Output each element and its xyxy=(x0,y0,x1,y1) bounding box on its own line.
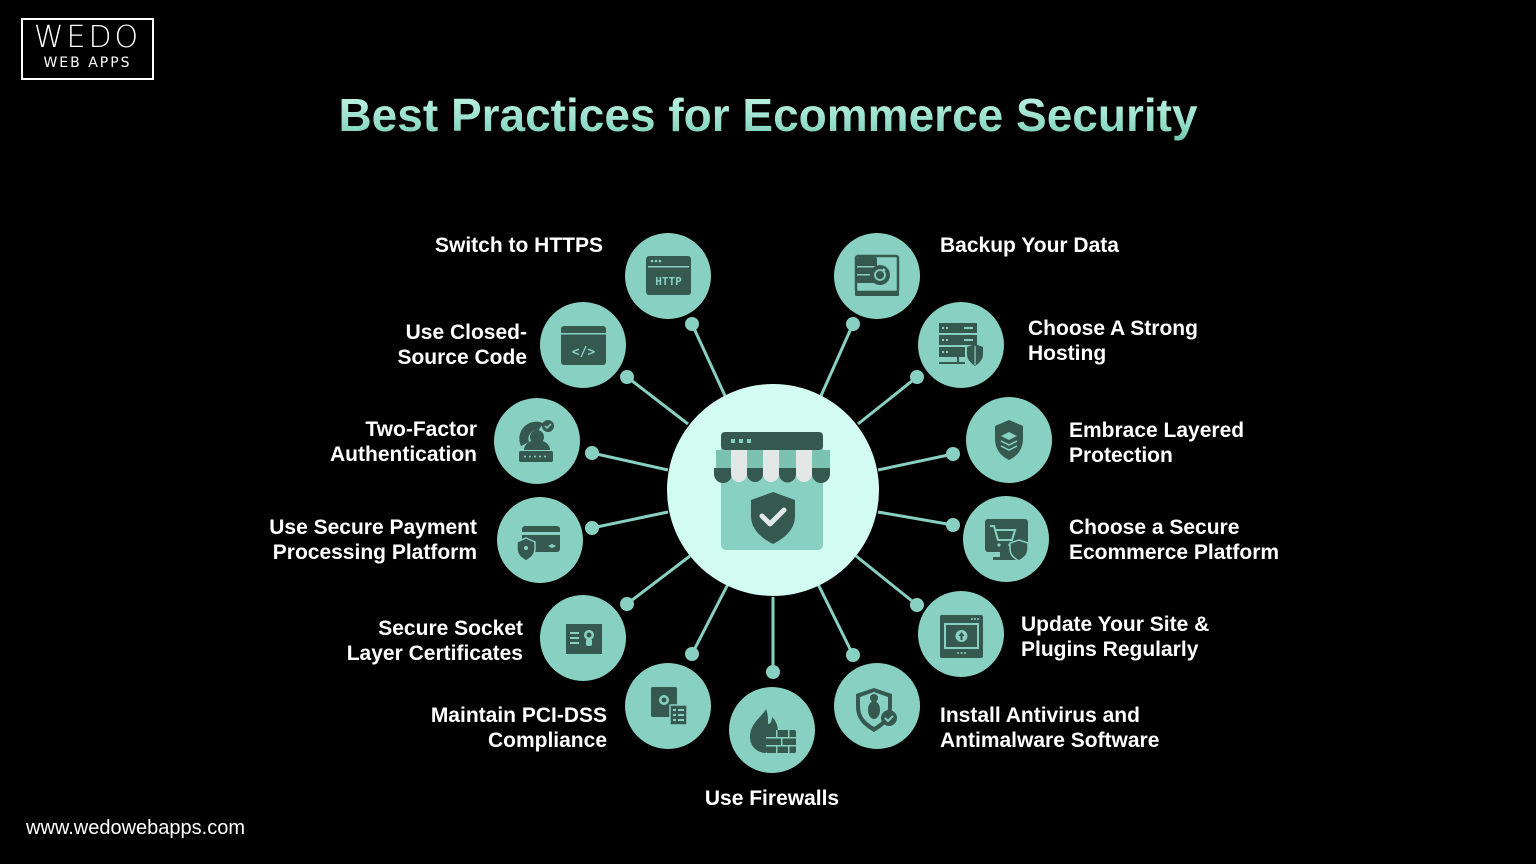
page-title: Best Practices for Ecommerce Security xyxy=(0,88,1536,142)
secure-store-icon xyxy=(714,432,830,550)
logo-line-2: WEB APPS xyxy=(43,55,132,71)
firewall-icon xyxy=(750,709,796,753)
http-window-icon: HTTP xyxy=(646,256,691,295)
logo-line-1: WEDO xyxy=(33,20,142,55)
practice-label-antivirus-antimalware: Install Antivirus and Antimalware Softwa… xyxy=(940,704,1160,752)
practice-label-closed-source-code: Use Closed- Source Code xyxy=(397,321,527,369)
practice-label-use-firewalls: Use Firewalls xyxy=(704,787,840,810)
wedo-logo: WEDO WEB APPS xyxy=(21,18,154,80)
code-window-icon: </> xyxy=(561,326,606,365)
practice-label-two-factor-authentication: Two-Factor Authentication xyxy=(330,418,477,466)
bug-shield-icon xyxy=(856,688,897,732)
practice-label-secure-ecommerce-platform: Choose a Secure Ecommerce Platform xyxy=(1069,516,1280,564)
connector-dots xyxy=(585,317,960,679)
practice-label-backup-data: Backup Your Data xyxy=(940,234,1119,257)
svg-text:HTTP: HTTP xyxy=(655,275,682,288)
practice-label-secure-payment-platform: Use Secure Payment Processing Platform xyxy=(269,516,477,564)
database-backup-icon xyxy=(854,254,900,296)
chip-checklist-icon xyxy=(651,687,688,726)
connector-lines xyxy=(591,323,954,672)
practice-label-ssl-certificates: Secure Socket Layer Certificates xyxy=(346,617,523,665)
practice-label-switch-to-https: Switch to HTTPS xyxy=(435,234,603,257)
center-hub xyxy=(667,384,879,596)
cart-monitor-icon xyxy=(985,519,1029,562)
server-shield-icon xyxy=(939,323,983,366)
certificate-icon xyxy=(566,624,602,654)
footer-website-url: www.wedowebapps.com xyxy=(26,817,245,839)
practice-label-layered-protection: Embrace Layered Protection xyxy=(1069,419,1245,467)
layered-shield-icon xyxy=(995,420,1023,460)
svg-text:</>: </> xyxy=(572,345,596,360)
practice-label-update-site-plugins: Update Your Site & Plugins Regularly xyxy=(1021,613,1210,661)
update-window-icon xyxy=(940,615,983,658)
practice-label-strong-hosting: Choose A Strong Hosting xyxy=(1028,317,1198,365)
practice-label-pci-dss-compliance: Maintain PCI-DSS Compliance xyxy=(430,704,607,752)
user-password-icon xyxy=(519,420,554,462)
card-shield-icon xyxy=(516,526,560,562)
